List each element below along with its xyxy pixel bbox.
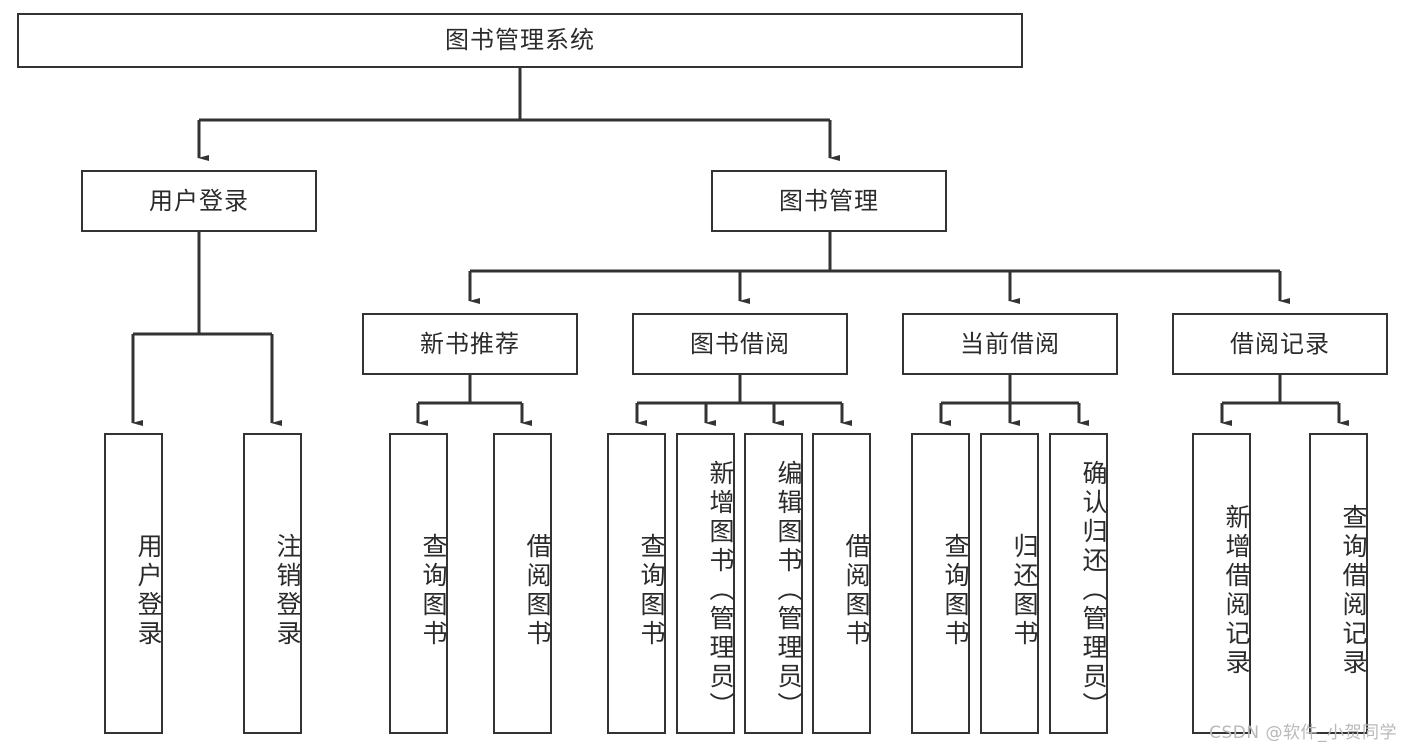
- node-label: 用户登录: [149, 186, 249, 215]
- node-label: 查询借阅记录: [1339, 503, 1368, 678]
- node-label: 图书管理: [779, 186, 879, 215]
- node-user-login[interactable]: 用户登录: [81, 170, 317, 232]
- node-label: 借阅记录: [1230, 329, 1330, 358]
- node-label: 查询图书: [941, 532, 970, 649]
- node-leaf-user-login[interactable]: 用户登录: [104, 433, 163, 734]
- node-leaf-logout-login[interactable]: 注销登录: [243, 433, 302, 734]
- node-root-book-management-system[interactable]: 图书管理系统: [17, 13, 1023, 68]
- node-label: 图书借阅: [690, 329, 790, 358]
- node-leaf-query-book-1[interactable]: 查询图书: [389, 433, 448, 734]
- node-label: 查询图书: [419, 532, 448, 649]
- node-leaf-query-record[interactable]: 查询借阅记录: [1309, 433, 1368, 734]
- node-label: 新书推荐: [420, 329, 520, 358]
- node-label: 新增借阅记录: [1222, 503, 1251, 678]
- node-label: 注销登录: [273, 532, 302, 649]
- node-borrow-record[interactable]: 借阅记录: [1172, 313, 1388, 375]
- node-label: 确认归还（管理员）: [1079, 460, 1108, 721]
- node-leaf-query-book-3[interactable]: 查询图书: [911, 433, 970, 734]
- node-label: 借阅图书: [523, 532, 552, 649]
- node-label: 编辑图书（管理员）: [774, 460, 803, 721]
- node-leaf-borrow-book-2[interactable]: 借阅图书: [812, 433, 871, 734]
- node-book-management[interactable]: 图书管理: [711, 170, 947, 232]
- node-label: 用户登录: [134, 532, 163, 649]
- node-leaf-query-book-2[interactable]: 查询图书: [607, 433, 666, 734]
- node-leaf-edit-book[interactable]: 编辑图书（管理员）: [744, 433, 803, 734]
- node-book-borrow[interactable]: 图书借阅: [632, 313, 848, 375]
- csdn-watermark: CSDN @软件_小贺同学: [1209, 723, 1397, 743]
- node-leaf-borrow-book-1[interactable]: 借阅图书: [493, 433, 552, 734]
- node-new-book-recommend[interactable]: 新书推荐: [362, 313, 578, 375]
- node-label: 归还图书: [1010, 532, 1039, 649]
- node-label: 借阅图书: [842, 532, 871, 649]
- node-leaf-return-book[interactable]: 归还图书: [980, 433, 1039, 734]
- node-label: 查询图书: [637, 532, 666, 649]
- node-label: 图书管理系统: [445, 26, 595, 55]
- node-leaf-confirm-return[interactable]: 确认归还（管理员）: [1049, 433, 1108, 734]
- node-label: 新增图书（管理员）: [706, 460, 735, 721]
- node-current-borrow[interactable]: 当前借阅: [902, 313, 1118, 375]
- node-label: 当前借阅: [960, 329, 1060, 358]
- node-leaf-add-record[interactable]: 新增借阅记录: [1192, 433, 1251, 734]
- node-leaf-add-book[interactable]: 新增图书（管理员）: [676, 433, 735, 734]
